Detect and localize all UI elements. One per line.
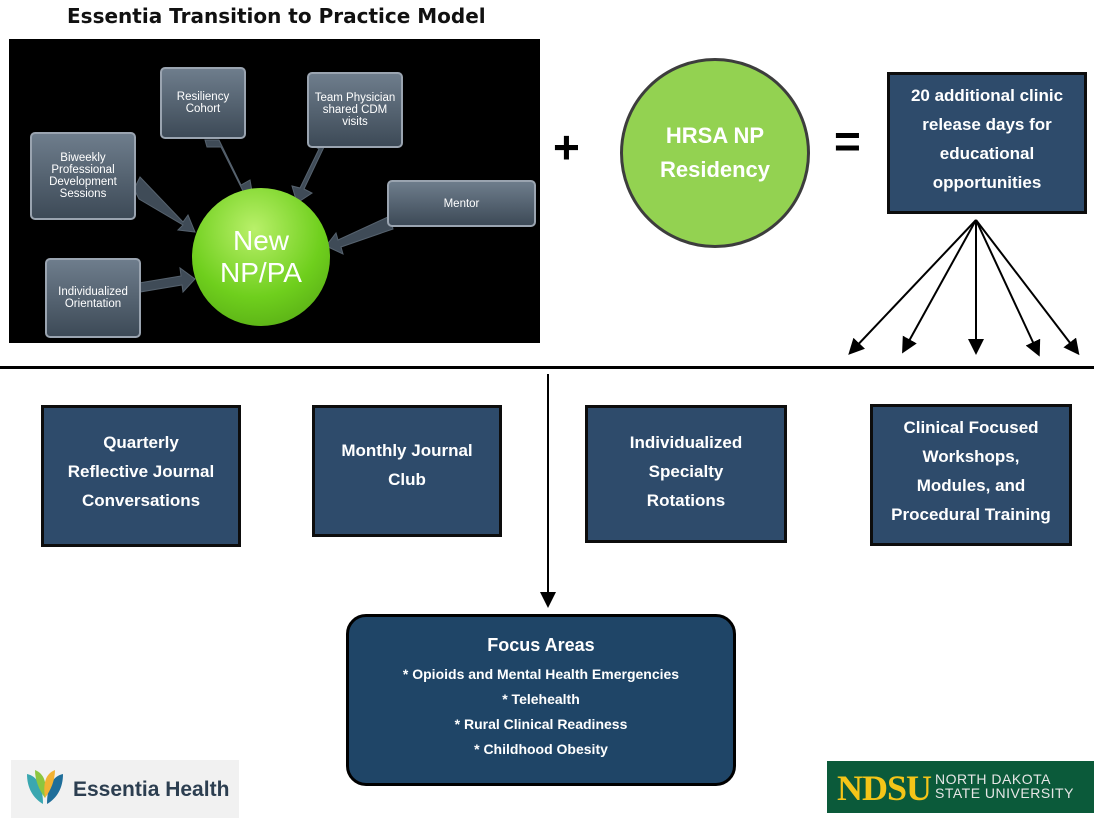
plus-sign: + <box>553 121 580 173</box>
specialty-rotations-box: Individualized Specialty Rotations <box>585 405 787 543</box>
biweekly-sessions-box: Biweekly Professional Development Sessio… <box>30 132 136 220</box>
hrsa-residency-label: HRSA NP Residency <box>659 123 771 182</box>
resiliency-cohort-box: Resiliency Cohort <box>160 67 246 139</box>
clinical-workshops-box: Clinical Focused Workshops, Modules, and… <box>870 404 1072 546</box>
ndsu-logo-line2: STATE UNIVERSITY <box>935 785 1074 801</box>
ndsu-logo-short: NDSU <box>837 768 932 808</box>
biweekly-sessions-label: Biweekly Professional Development Sessio… <box>49 152 117 200</box>
journal-club-label: Monthly Journal Club <box>341 441 473 489</box>
model-panel: Resiliency Cohort Team Physician shared … <box>9 39 540 343</box>
equals-sign: = <box>834 115 861 167</box>
fan-arrow-5 <box>975 219 1080 356</box>
focus-areas-box: Focus Areas * Opioids and Mental Health … <box>346 614 736 786</box>
page-title: Essentia Transition to Practice Model <box>67 4 486 28</box>
release-days-label: 20 additional clinic release days for ed… <box>910 86 1064 192</box>
mentor-label: Mentor <box>443 197 480 210</box>
resiliency-cohort-label: Resiliency Cohort <box>176 91 230 115</box>
fan-arrow-1 <box>848 219 977 355</box>
team-physician-label: Team Physician shared CDM visits <box>314 92 396 128</box>
essentia-health-logo: Essentia Health <box>11 760 239 818</box>
orientation-box: Individualized Orientation <box>45 258 141 338</box>
release-days-box: 20 additional clinic release days for ed… <box>887 72 1087 214</box>
orientation-label: Individualized Orientation <box>58 286 128 310</box>
hrsa-residency-circle: HRSA NP Residency <box>620 58 810 248</box>
specialty-rotations-label: Individualized Specialty Rotations <box>629 433 743 510</box>
new-np-pa-circle: New NP/PA <box>192 188 330 326</box>
focus-item: * Telehealth <box>502 691 580 707</box>
arrow-orientation <box>138 266 196 294</box>
fan-arrow-4 <box>975 219 1041 357</box>
model-arrows <box>133 139 394 294</box>
ndsu-logo-name: NORTH DAKOTA STATE UNIVERSITY <box>935 772 1074 800</box>
arrow-biweekly <box>133 176 196 233</box>
divider-line <box>0 366 1094 369</box>
fan-arrow-2 <box>902 219 977 354</box>
journal-conversations-box: Quarterly Reflective Journal Conversatio… <box>41 405 241 547</box>
journal-conversations-label: Quarterly Reflective Journal Conversatio… <box>67 433 215 510</box>
essentia-leaf-icon <box>27 770 63 804</box>
ndsu-logo-line1: NORTH DAKOTA <box>935 771 1051 787</box>
mentor-box: Mentor <box>387 180 536 227</box>
focus-item: * Childhood Obesity <box>474 741 608 757</box>
journal-club-box: Monthly Journal Club <box>312 405 502 537</box>
focus-areas-title: Focus Areas <box>487 635 595 655</box>
new-np-pa-label: New NP/PA <box>220 225 302 288</box>
focus-item: * Rural Clinical Readiness <box>454 716 628 732</box>
ndsu-logo: NDSU NORTH DAKOTA STATE UNIVERSITY <box>827 761 1094 813</box>
essentia-logo-text: Essentia Health <box>73 778 230 801</box>
clinical-workshops-label: Clinical Focused Workshops, Modules, and… <box>891 418 1051 524</box>
team-physician-box: Team Physician shared CDM visits <box>307 72 403 148</box>
focus-item: * Opioids and Mental Health Emergencies <box>402 666 680 682</box>
arrow-mentor <box>325 215 394 255</box>
